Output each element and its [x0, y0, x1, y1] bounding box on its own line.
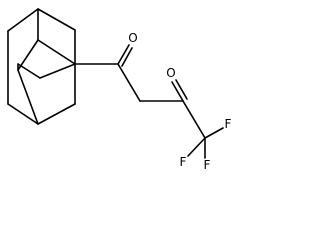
bond-a10	[17, 63, 41, 79]
bond-a13	[37, 103, 76, 125]
double-bond-o2-b	[175, 79, 188, 100]
adamantane-cage	[7, 8, 76, 125]
atom-f-2: F	[204, 158, 211, 172]
bond-a2	[37, 8, 76, 31]
bond-cf1	[204, 127, 224, 139]
bond-c4	[182, 100, 206, 139]
atom-f-1: F	[225, 117, 232, 131]
atom-o-1: O	[128, 31, 137, 45]
bond-c2	[117, 63, 141, 102]
bond-a7	[37, 39, 76, 65]
double-bond-o2-a	[171, 81, 184, 102]
double-bond-o1-a	[117, 44, 130, 65]
atom-labels: O O F F F	[128, 31, 231, 172]
bond-a12	[7, 103, 39, 125]
bond-a8	[17, 69, 39, 125]
bond-a1	[7, 8, 39, 32]
atom-o-2: O	[166, 66, 175, 80]
diketone-chain	[74, 44, 224, 159]
double-bond-o1-b	[121, 47, 133, 67]
bond-a6	[17, 39, 39, 71]
bond-cf3	[187, 137, 206, 157]
atom-f-3: F	[180, 155, 187, 169]
chemical-structure-diagram: O O F F F	[7, 8, 232, 172]
bond-a11	[39, 63, 76, 79]
